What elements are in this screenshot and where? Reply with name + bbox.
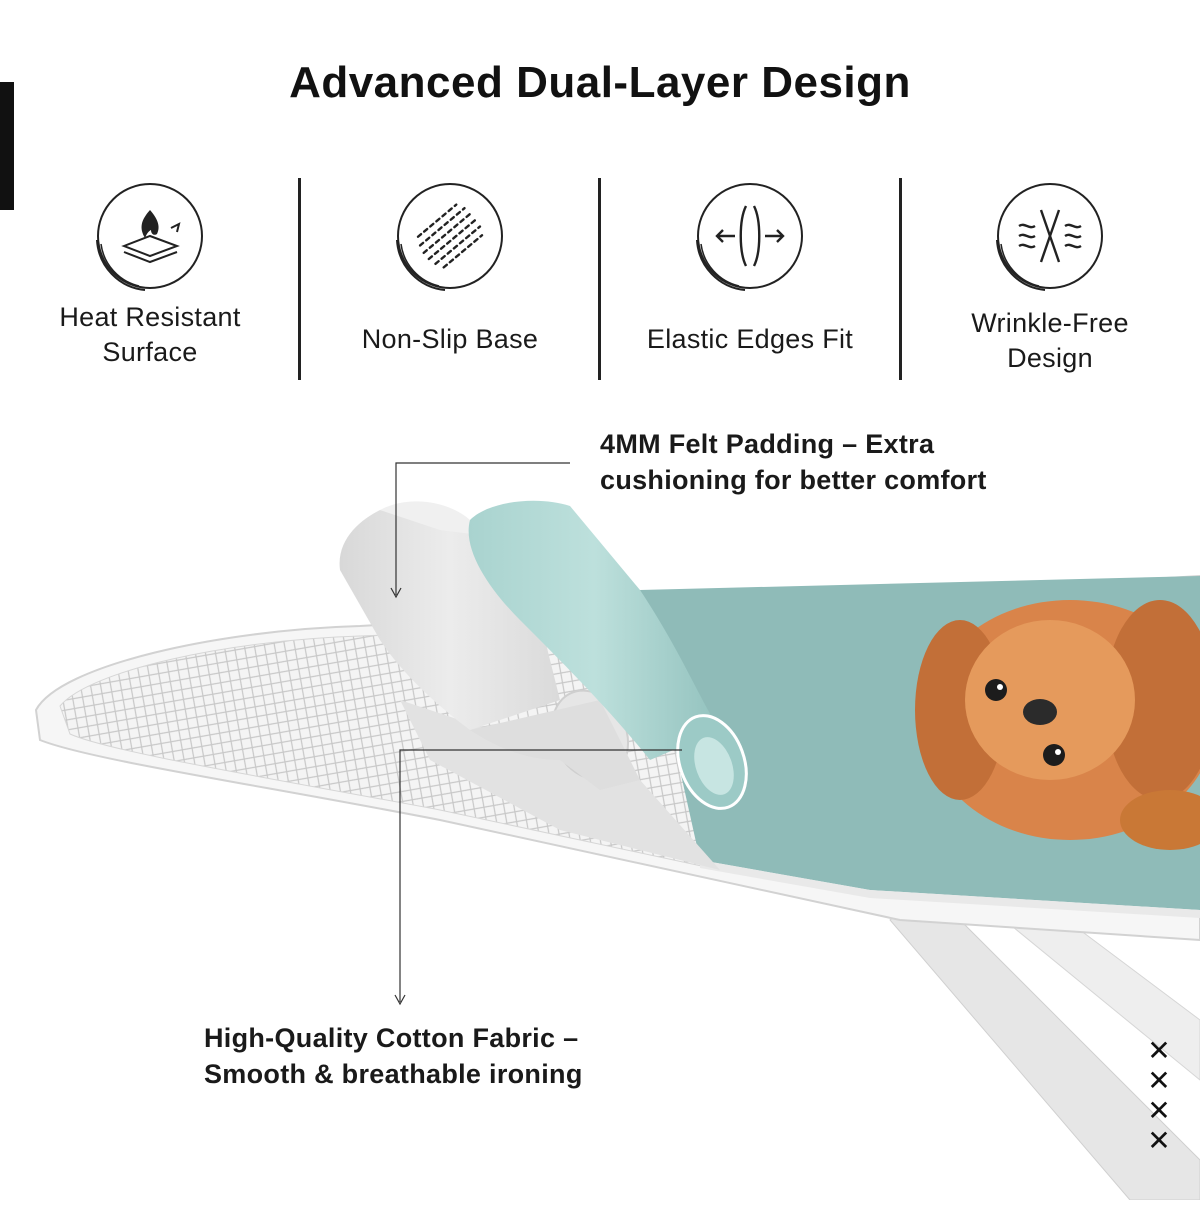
feature-heat-resistant: Heat Resistant Surface (0, 178, 300, 380)
cotton-fabric-callout: High-Quality Cotton Fabric – Smooth & br… (204, 1023, 583, 1089)
cross-icon: ✕ (1147, 1095, 1171, 1126)
dog-illustration (915, 600, 1200, 850)
heat-resistant-icon (96, 183, 203, 291)
feature-wrinkle-free: Wrinkle-Free Design (900, 178, 1200, 380)
ironing-board-graphic (34, 462, 1200, 1201)
cross-icon: ✕ (1147, 1035, 1171, 1066)
wrinkle-free-icon (996, 183, 1103, 291)
cross-icon: ✕ (1147, 1065, 1171, 1096)
feature-non-slip: Non-Slip Base (300, 178, 600, 380)
divider (298, 178, 301, 380)
cross-icon: ✕ (1147, 1125, 1171, 1156)
divider (598, 178, 601, 380)
feature-row: Heat Resistant Surface Non-Slip Base (0, 178, 1200, 380)
non-slip-icon (396, 183, 503, 291)
feature-label: Wrinkle-Free Design (971, 308, 1129, 373)
felt-padding-callout: 4MM Felt Padding – Extra cushioning for … (600, 429, 987, 495)
divider (899, 178, 902, 380)
elastic-edges-icon (696, 183, 803, 291)
side-accent-bar (0, 82, 14, 210)
decorative-cross-marks: ✕ ✕ ✕ ✕ (1146, 1036, 1172, 1156)
feature-label: Elastic Edges Fit (646, 324, 854, 354)
feature-label: Heat Resistant Surface (59, 302, 241, 367)
feature-elastic-edges: Elastic Edges Fit (600, 178, 900, 380)
page-title: Advanced Dual-Layer Design (289, 58, 911, 107)
ironing-board-illustration (0, 400, 1200, 1201)
feature-label: Non-Slip Base (361, 324, 539, 354)
